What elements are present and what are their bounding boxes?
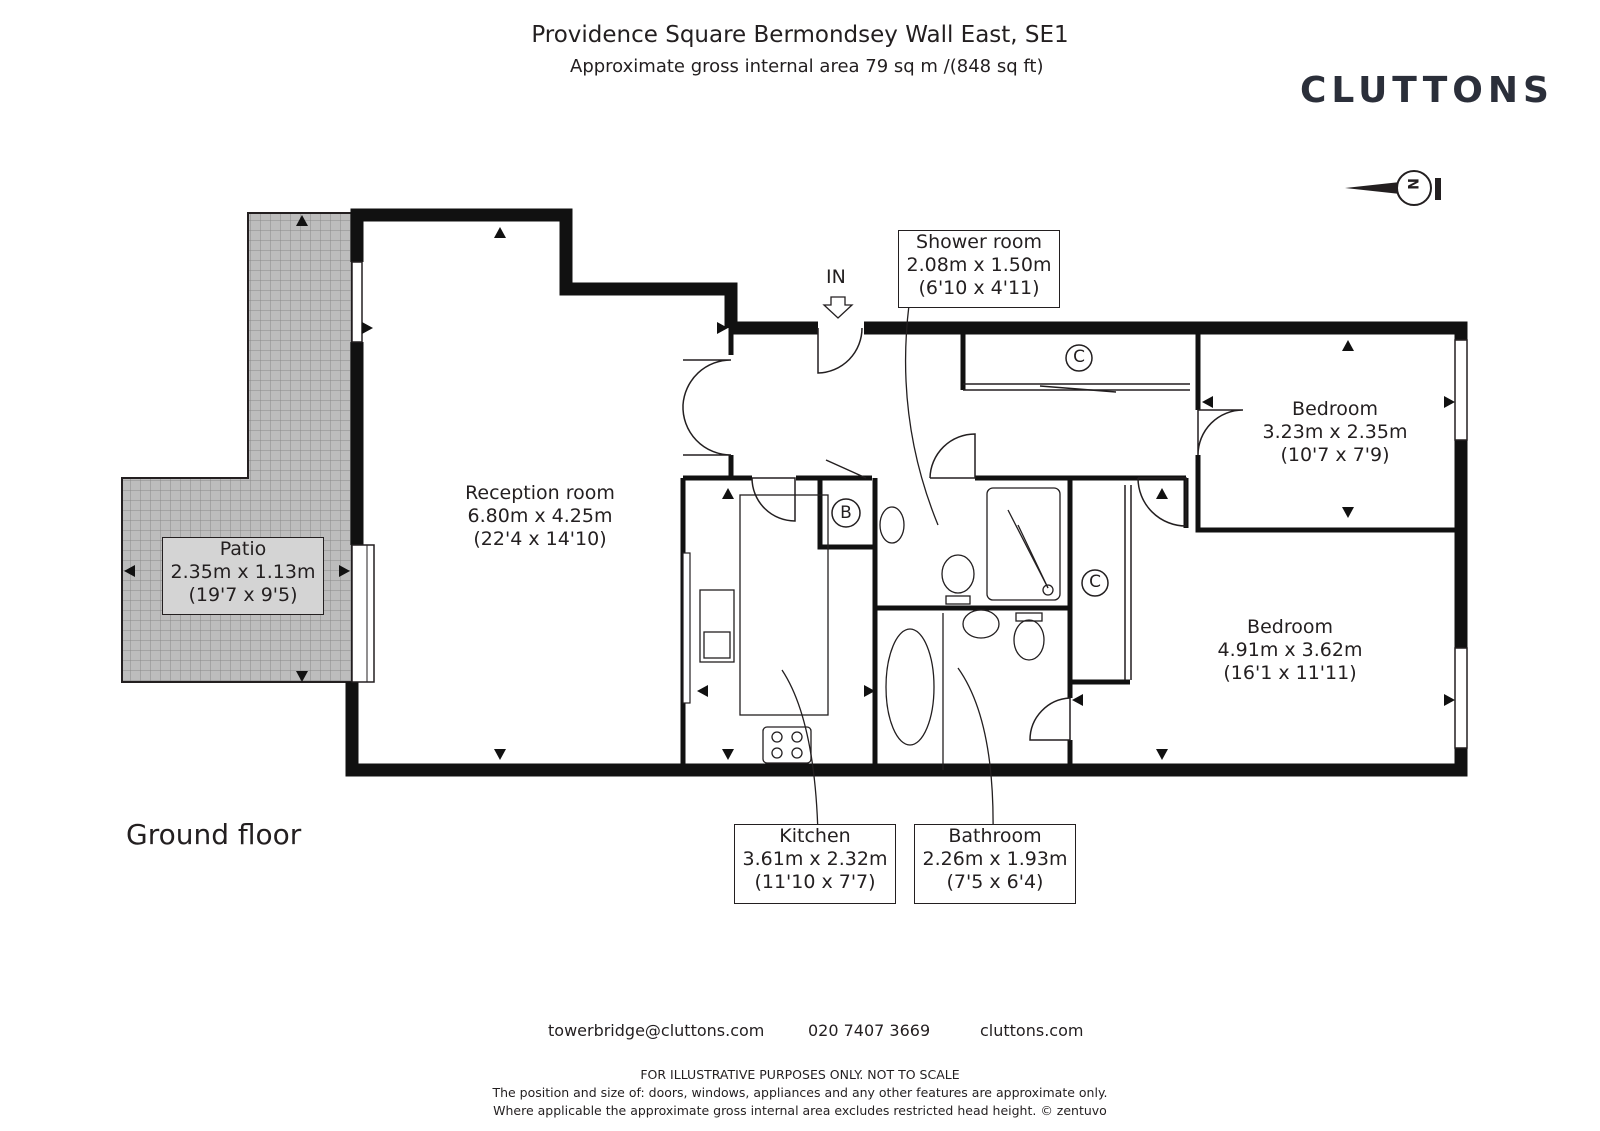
bathroom-name: Bathroom xyxy=(948,825,1042,847)
patio-label: Patio 2.35m x 1.13m (19'7 x 9'5) xyxy=(162,537,324,615)
kitchen-metric: 3.61m x 2.32m xyxy=(742,848,888,870)
interior-walls xyxy=(680,328,1461,770)
outer-walls xyxy=(345,208,1468,777)
shower-room-label: Shower room 2.08m x 1.50m (6'10 x 4'11) xyxy=(898,230,1060,308)
footer-email[interactable]: towerbridge@cluttons.com xyxy=(548,1021,765,1040)
bedroom-small-label: Bedroom 3.23m x 2.35m (10'7 x 7'9) xyxy=(1240,398,1430,467)
bedroom-large-metric: 4.91m x 3.62m xyxy=(1217,639,1363,661)
footer-website[interactable]: cluttons.com xyxy=(980,1021,1084,1040)
kitchen-imperial: (11'10 x 7'7) xyxy=(754,871,876,893)
floor-label: Ground floor xyxy=(126,818,302,851)
reception-room-label: Reception room 6.80m x 4.25m (22'4 x 14'… xyxy=(430,482,650,551)
hall-cupboard-label: C xyxy=(1073,347,1085,367)
brand-logo: CLUTTONS xyxy=(1300,70,1554,111)
reception-room-imperial: (22'4 x 14'10) xyxy=(473,528,607,550)
compass-icon xyxy=(1345,170,1441,206)
shower-room-imperial: (6'10 x 4'11) xyxy=(918,277,1040,299)
disclaimer-position: The position and size of: doors, windows… xyxy=(492,1085,1108,1100)
disclaimer-area: Where applicable the approximate gross i… xyxy=(493,1103,1107,1118)
entrance-label: IN xyxy=(826,266,846,288)
bedroom-large-label: Bedroom 4.91m x 3.62m (16'1 x 11'11) xyxy=(1180,616,1400,685)
property-title: Providence Square Bermondsey Wall East, … xyxy=(531,22,1069,48)
reception-room-metric: 6.80m x 4.25m xyxy=(467,505,613,527)
boiler-label: B xyxy=(840,503,852,523)
bathroom-imperial: (7'5 x 6'4) xyxy=(946,871,1044,893)
bathroom-label: Bathroom 2.26m x 1.93m (7'5 x 6'4) xyxy=(914,824,1076,904)
bedroom-large-imperial: (16'1 x 11'11) xyxy=(1223,662,1357,684)
door-swings xyxy=(682,327,1244,741)
patio-imperial: (19'7 x 9'5) xyxy=(188,584,298,606)
bedroom-small-name: Bedroom xyxy=(1292,398,1378,420)
entrance-arrow-icon xyxy=(822,296,854,319)
area-subtitle: Approximate gross internal area 79 sq m … xyxy=(570,56,1044,77)
shower-room-name: Shower room xyxy=(916,231,1042,253)
bedroom-cupboard-label: C xyxy=(1089,572,1101,592)
patio-metric: 2.35m x 1.13m xyxy=(170,561,316,583)
bathroom-metric: 2.26m x 1.93m xyxy=(922,848,1068,870)
patio-name: Patio xyxy=(219,538,267,560)
shower-room-metric: 2.08m x 1.50m xyxy=(906,254,1052,276)
kitchen-name: Kitchen xyxy=(779,825,851,847)
disclaimer-scale: FOR ILLUSTRATIVE PURPOSES ONLY. NOT TO S… xyxy=(640,1067,960,1082)
footer-phone[interactable]: 020 7407 3669 xyxy=(808,1021,931,1040)
kitchen-label: Kitchen 3.61m x 2.32m (11'10 x 7'7) xyxy=(734,824,896,904)
compass-label: N xyxy=(1403,178,1420,190)
bedroom-small-imperial: (10'7 x 7'9) xyxy=(1280,444,1390,466)
bedroom-large-name: Bedroom xyxy=(1247,616,1333,638)
bedroom-small-metric: 3.23m x 2.35m xyxy=(1262,421,1408,443)
reception-room-name: Reception room xyxy=(465,482,615,504)
